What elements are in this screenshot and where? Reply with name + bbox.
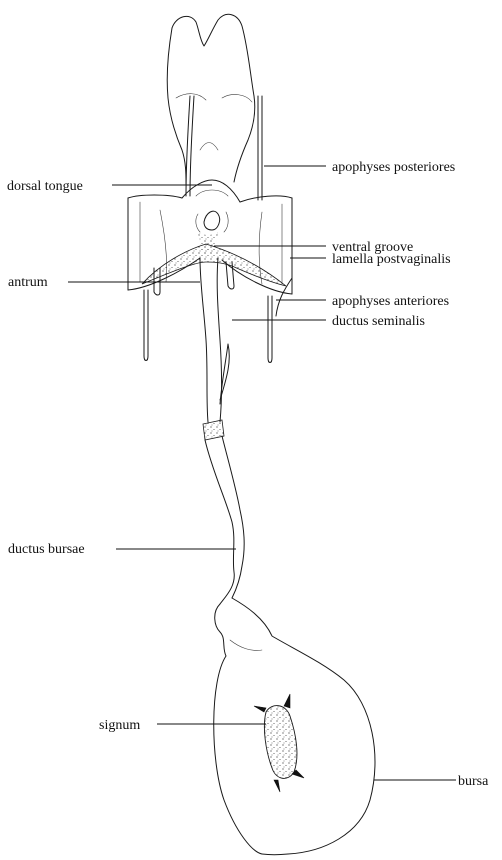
label-dorsal-tongue: dorsal tongue	[7, 179, 83, 194]
label-lamella-postvaginalis: lamella postvaginalis	[332, 252, 451, 267]
signum-structure	[254, 694, 304, 792]
label-apophyses-anteriores: apophyses anteriores	[332, 294, 449, 309]
label-signum: signum	[99, 718, 140, 733]
antrum-ductus	[200, 258, 244, 604]
label-bursa: bursa	[458, 774, 489, 789]
label-antrum: antrum	[8, 275, 48, 290]
apophyses-anteriores-rods	[144, 262, 272, 363]
sterigma-block	[128, 180, 292, 316]
label-apophyses-posteriores: apophyses posteriores	[332, 160, 455, 175]
label-ductus-bursae: ductus bursae	[8, 542, 85, 557]
corpus-bursae	[214, 598, 375, 855]
label-ductus-seminalis: ductus seminalis	[332, 314, 425, 329]
ovipositor-lobes	[167, 14, 255, 184]
